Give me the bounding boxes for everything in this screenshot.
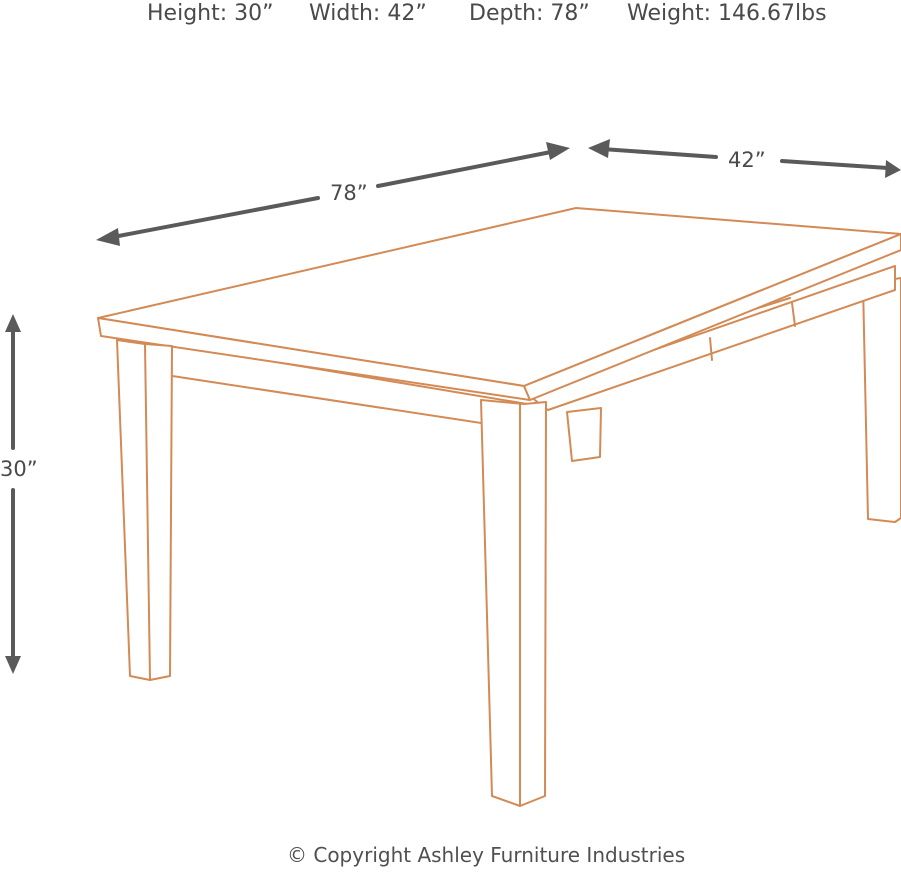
table-drawing bbox=[97, 207, 901, 807]
spec-depth: Depth: 78” bbox=[469, 1, 590, 26]
apron-seam-1 bbox=[709, 337, 713, 361]
length-label: 78” bbox=[330, 181, 368, 205]
length-dimension-arrow: 78” bbox=[96, 142, 570, 246]
width-arrow-line-left bbox=[600, 147, 718, 159]
spec-height: Height: 30” bbox=[147, 1, 274, 26]
front-corner-leg bbox=[480, 399, 547, 807]
far-right-leg bbox=[862, 277, 901, 523]
back-middle-leg bbox=[566, 407, 602, 462]
height-arrowhead-top bbox=[5, 314, 21, 332]
length-arrowhead-right bbox=[546, 142, 570, 160]
front-left-leg-edge bbox=[144, 343, 151, 681]
length-arrow-line-left bbox=[106, 196, 320, 240]
front-left-leg bbox=[116, 339, 173, 681]
height-arrowhead-bottom bbox=[5, 656, 21, 674]
length-arrow-line-right bbox=[376, 149, 558, 188]
specs-bar: Height: 30” Width: 42” Depth: 78” Weight… bbox=[0, 0, 901, 30]
spec-width: Width: 42” bbox=[309, 1, 427, 26]
width-arrowhead-right bbox=[885, 160, 901, 178]
spec-weight: Weight: 146.67lbs bbox=[627, 1, 827, 26]
length-arrowhead-left bbox=[96, 228, 120, 246]
tabletop-side-edge bbox=[523, 233, 901, 401]
height-dimension-arrow: 30” bbox=[0, 314, 38, 674]
width-dimension-arrow: 42” bbox=[588, 139, 901, 178]
width-arrowhead-left bbox=[588, 139, 610, 158]
height-label: 30” bbox=[0, 457, 38, 481]
apron-seam-2 bbox=[791, 302, 796, 327]
copyright-notice: © Copyright Ashley Furniture Industries bbox=[287, 843, 686, 867]
width-label: 42” bbox=[728, 148, 766, 172]
width-arrow-line-right bbox=[780, 159, 890, 170]
